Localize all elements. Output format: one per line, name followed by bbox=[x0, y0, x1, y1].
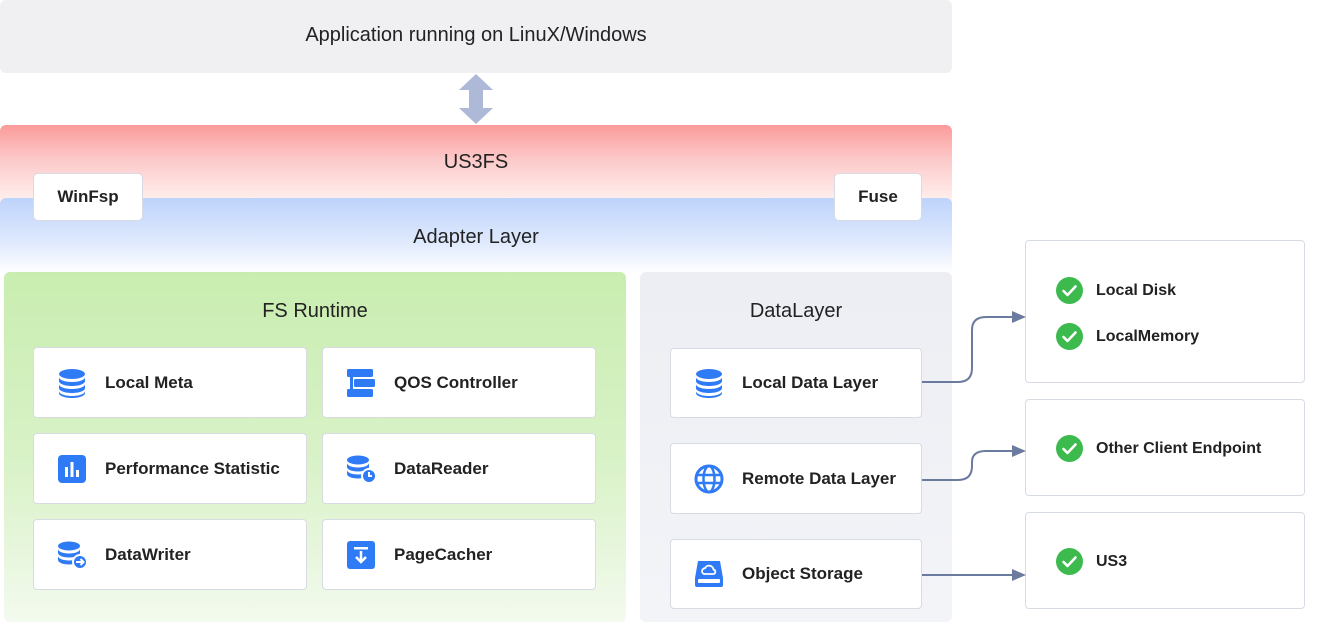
bar-chart-icon bbox=[56, 453, 88, 485]
cloud-storage-icon bbox=[693, 558, 725, 590]
check-circle-icon bbox=[1056, 277, 1083, 304]
database-icon bbox=[56, 367, 88, 399]
module-label: QOS Controller bbox=[394, 372, 518, 392]
application-layer-title: Application running on LinuX/Windows bbox=[305, 24, 647, 46]
target-item: LocalMemory bbox=[1056, 323, 1199, 350]
target-label: Local Disk bbox=[1096, 281, 1177, 299]
check-circle-icon bbox=[1056, 435, 1083, 462]
database-write-icon bbox=[56, 539, 88, 571]
fs-runtime-title: FS Runtime bbox=[262, 300, 368, 322]
module-remote-data-layer: Remote Data Layer bbox=[670, 443, 922, 514]
download-icon bbox=[345, 539, 377, 571]
arrowhead-icon bbox=[1012, 311, 1026, 323]
target-object-storage: US3 bbox=[1025, 512, 1305, 609]
module-label: Performance Statistic bbox=[105, 458, 280, 478]
module-label: DataReader bbox=[394, 458, 489, 478]
module-label: PageCacher bbox=[394, 544, 493, 564]
fuse-tag: Fuse bbox=[834, 173, 922, 221]
module-label: Local Meta bbox=[105, 372, 193, 392]
qos-icon bbox=[345, 367, 377, 399]
target-label: Other Client Endpoint bbox=[1096, 439, 1262, 457]
target-remote-endpoint: Other Client Endpoint bbox=[1025, 399, 1305, 496]
module-label: Object Storage bbox=[742, 564, 863, 583]
module-performance-statistic: Performance Statistic bbox=[33, 433, 307, 504]
module-object-storage: Object Storage bbox=[670, 539, 922, 609]
arrowhead-icon bbox=[1012, 445, 1026, 457]
us3fs-layer-title: US3FS bbox=[443, 151, 509, 173]
module-label: Local Data Layer bbox=[742, 373, 879, 392]
target-item: Other Client Endpoint bbox=[1056, 435, 1261, 462]
module-local-meta: Local Meta bbox=[33, 347, 307, 418]
module-qos-controller: QOS Controller bbox=[322, 347, 596, 418]
module-local-data-layer: Local Data Layer bbox=[670, 348, 922, 418]
module-data-reader: DataReader bbox=[322, 433, 596, 504]
globe-icon bbox=[693, 463, 725, 495]
adapter-layer: Adapter Layer bbox=[0, 198, 952, 274]
database-read-icon bbox=[345, 453, 377, 485]
arrowhead-icon bbox=[1012, 569, 1026, 581]
module-page-cacher: PageCacher bbox=[322, 519, 596, 590]
module-label: Remote Data Layer bbox=[742, 468, 897, 488]
bidirectional-arrow-icon bbox=[459, 74, 493, 124]
application-layer: Application running on LinuX/Windows bbox=[0, 0, 952, 73]
target-item: US3 bbox=[1056, 548, 1127, 575]
data-layer-title: DataLayer bbox=[749, 300, 843, 322]
target-local-storage: Local Disk LocalMemory bbox=[1025, 240, 1305, 383]
check-circle-icon bbox=[1056, 323, 1083, 350]
target-item: Local Disk bbox=[1056, 277, 1176, 304]
target-label: LocalMemory bbox=[1096, 327, 1200, 345]
target-label: US3 bbox=[1096, 552, 1128, 570]
database-icon bbox=[693, 367, 725, 399]
winfsp-tag: WinFsp bbox=[33, 173, 143, 221]
module-label: DataWriter bbox=[105, 544, 191, 564]
check-circle-icon bbox=[1056, 548, 1083, 575]
module-data-writer: DataWriter bbox=[33, 519, 307, 590]
us3fs-layer: US3FS bbox=[0, 125, 952, 203]
adapter-layer-title: Adapter Layer bbox=[413, 226, 539, 248]
